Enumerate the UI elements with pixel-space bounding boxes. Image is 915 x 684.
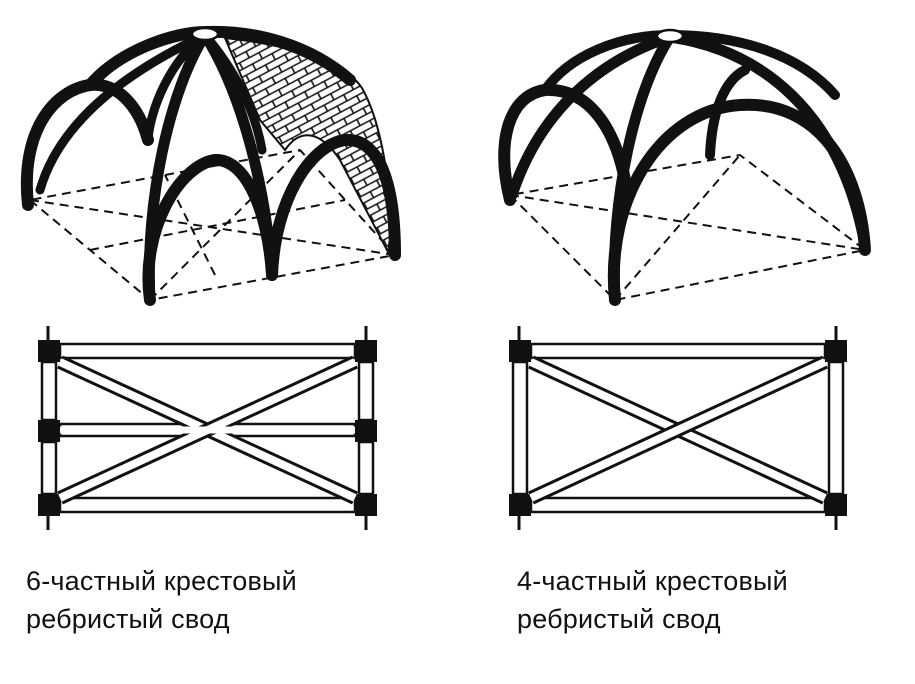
four-part-vault-caption: 4-частный крестовый ребристый свод bbox=[517, 562, 788, 638]
four-part-keystone bbox=[655, 28, 685, 44]
four-part-ribs bbox=[506, 31, 871, 306]
pier bbox=[38, 494, 60, 516]
six-part-plan bbox=[38, 326, 377, 530]
six-part-vault-caption: 6-частный крестовый ребристый свод bbox=[26, 562, 297, 638]
pier bbox=[825, 494, 847, 516]
four-part-ground-plan-dashed bbox=[507, 153, 868, 302]
pier bbox=[38, 340, 60, 362]
pier bbox=[355, 420, 377, 442]
pier bbox=[509, 494, 531, 516]
six-part-arches bbox=[20, 25, 401, 306]
six-part-ground-plan-dashed bbox=[27, 148, 397, 302]
four-part-vault-drawing bbox=[498, 28, 871, 306]
six-part-keystone bbox=[190, 26, 220, 42]
caption-line: 4-частный крестовый bbox=[517, 566, 788, 596]
pier bbox=[509, 340, 531, 362]
caption-line: 6-частный крестовый bbox=[26, 566, 297, 596]
pier bbox=[38, 420, 60, 442]
pier bbox=[825, 340, 847, 362]
caption-line: ребристый свод bbox=[26, 604, 230, 634]
caption-line: ребристый свод bbox=[517, 604, 721, 634]
pier bbox=[355, 494, 377, 516]
pier bbox=[355, 340, 377, 362]
six-part-ribs bbox=[35, 29, 278, 306]
four-part-plan bbox=[509, 326, 847, 530]
six-part-vault-drawing bbox=[20, 25, 401, 306]
